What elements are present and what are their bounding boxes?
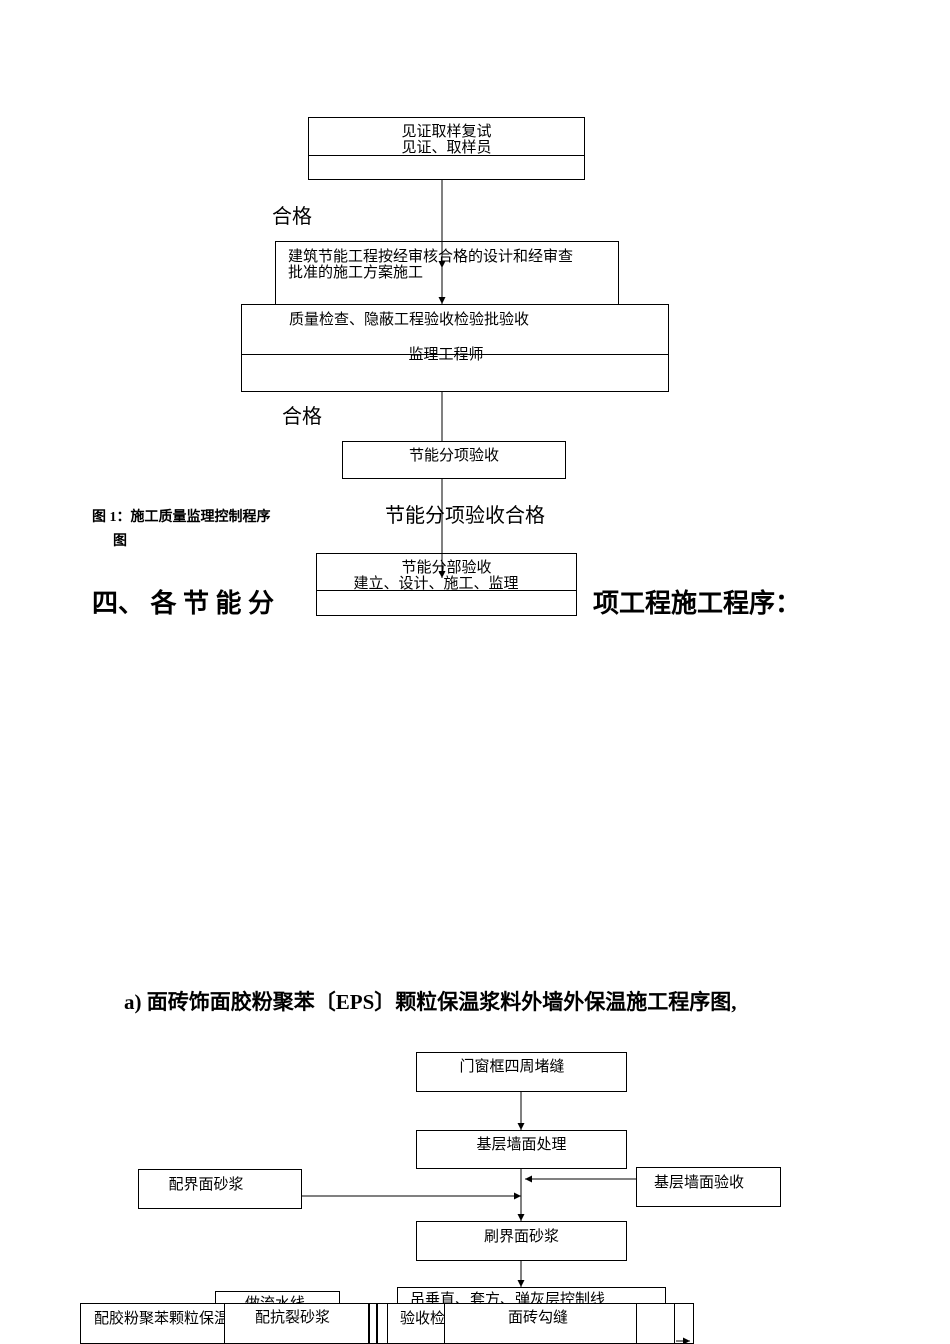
division-line1: 节能分部验收 (401, 560, 492, 576)
quality-line1: 质量检查、隐蔽工程验收检验批验收 (288, 312, 529, 328)
label-pass-2: 合格 (282, 406, 322, 428)
box-right-1 (636, 1303, 676, 1344)
divider-witness (308, 155, 585, 156)
item-acceptance-text: 节能分项验收 (408, 448, 499, 464)
figure-caption-line1: 图 1：施工质量监理控制程序 (92, 510, 271, 525)
mix-crack-text: 配抗裂砂浆 (255, 1310, 331, 1326)
design-line2: 批准的施工方案施工 (288, 265, 424, 281)
section-heading-right: 项工程施工程序： (593, 589, 802, 618)
base-check-text: 基层墙面验收 (653, 1175, 744, 1191)
box-mix-interface-mortar (138, 1169, 302, 1209)
figure-caption-line2: 图 (113, 534, 127, 549)
label-pass-1: 合格 (272, 206, 312, 228)
box-tile-joint (444, 1303, 638, 1344)
witness-line1: 见证取样复试 (401, 124, 492, 140)
brush-interface-text: 刷界面砂浆 (483, 1229, 559, 1245)
box-mix-crack-mortar (224, 1303, 369, 1344)
box-witness-sampling (308, 117, 585, 180)
box-item-acceptance (342, 441, 566, 479)
frame-sealing-text: 门窗框四周堵缝 (459, 1059, 565, 1075)
acceptance-check-text: 验收检查 (400, 1311, 445, 1327)
mix-eps-text: 配胶粉聚苯颗粒保温浆料 (94, 1311, 230, 1327)
design-line1: 建筑节能工程按经审核合格的设计和经审查 (288, 249, 574, 265)
base-treatment-text: 基层墙面处理 (476, 1137, 567, 1153)
box-frame-sealing (416, 1052, 627, 1092)
divider-division (316, 590, 577, 591)
box-base-check (636, 1167, 781, 1207)
box-acceptance-check: 验收检查 (387, 1303, 445, 1344)
section-heading-left: 四、 各 节 能 分 (92, 589, 275, 618)
witness-line2: 见证、取样员 (401, 140, 492, 156)
box-mix-eps-mortar: 配胶粉聚苯颗粒保温浆料 (80, 1303, 230, 1344)
divider-quality (241, 354, 669, 355)
box-division-acceptance (316, 553, 577, 616)
mix-interface-text: 配界面砂浆 (168, 1177, 244, 1193)
box-brush-interface (416, 1221, 627, 1261)
division-line2: 建立、设计、施工、监理 (353, 576, 519, 592)
box-base-treatment (416, 1130, 627, 1169)
label-item-pass: 节能分项验收合格 (385, 505, 545, 527)
quality-line2: 监理工程师 (408, 347, 484, 363)
subsection-title: a) 面砖饰面胶粉聚苯〔EPS〕颗粒保温浆料外墙外保温施工程序图, (124, 990, 737, 1014)
tile-joint-text: 面砖勾缝 (508, 1310, 569, 1326)
box-quality-inspection (241, 304, 669, 392)
